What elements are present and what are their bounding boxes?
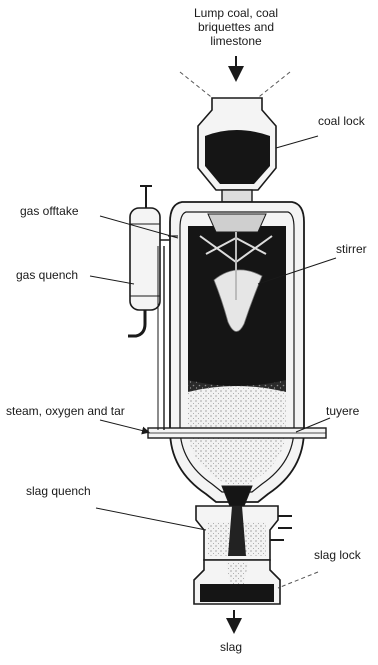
gas-quench-vessel xyxy=(130,208,160,310)
steam-oxygen-tar-label: steam, oxygen and tar xyxy=(6,404,125,418)
leader-coal-lock xyxy=(276,136,318,148)
slag-label: slag xyxy=(220,640,242,654)
gas-offtake-label: gas offtake xyxy=(20,204,79,218)
gas-quench-label: gas quench xyxy=(16,268,78,282)
feed-chute-right xyxy=(255,72,290,100)
slag-tap xyxy=(222,486,252,506)
gas-quench-bottom-pipe xyxy=(128,310,145,336)
feed-label: Lump coal, coal briquettes and limestone xyxy=(176,6,296,48)
slag-quench-label: slag quench xyxy=(26,484,91,498)
coal-lock-neck xyxy=(222,190,252,202)
feed-label-line-2: briquettes and xyxy=(176,20,296,34)
slag-lock-charge xyxy=(200,584,274,602)
coal-lock-label: coal lock xyxy=(318,114,365,128)
gas-quench-top-pipe xyxy=(140,186,152,208)
slag-lock-label: slag lock xyxy=(314,548,361,562)
leader-slag-lock xyxy=(278,572,318,588)
feed-label-line-3: limestone xyxy=(176,34,296,48)
leader-gas-quench xyxy=(90,276,134,284)
coal-lock-charge xyxy=(205,130,270,184)
distributor xyxy=(208,214,266,232)
feed-label-line-1: Lump coal, coal xyxy=(176,6,296,20)
feed-chute-left xyxy=(180,72,215,100)
leader-steam xyxy=(100,420,148,432)
leader-slag-quench xyxy=(96,508,206,530)
stirrer-label: stirrer xyxy=(336,242,367,256)
tuyere-label: tuyere xyxy=(326,404,359,418)
